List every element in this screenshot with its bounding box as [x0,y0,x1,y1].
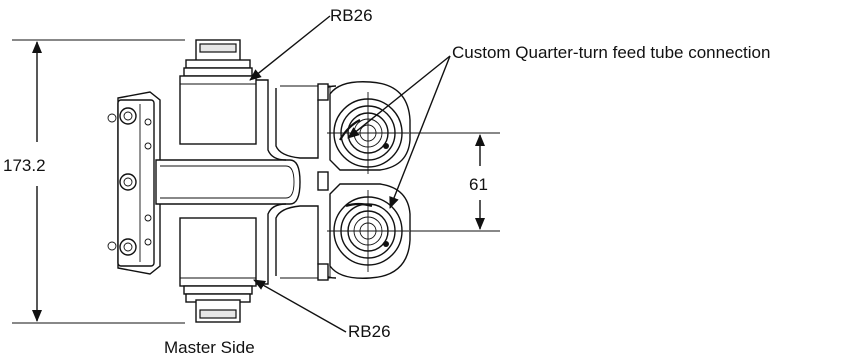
tube-spacing-value: 61 [469,175,488,194]
feed-tube-label: Custom Quarter-turn feed tube connection [452,43,771,62]
leader-lines [249,15,451,333]
bolt-icon [119,107,137,125]
rb26-bottom-body [179,217,257,323]
mounting-plate [107,91,161,275]
manifold-tube [155,159,301,205]
overall-height-value: 173.2 [3,156,46,175]
bottom-rb26-label: RB26 [348,322,391,341]
bolt-icon [119,238,137,256]
master-side-label: Master Side [164,338,255,357]
top-rb26-label: RB26 [330,6,373,25]
main-frame [256,79,337,285]
bolt-icon [119,173,137,191]
overall-height-dimension [12,39,185,324]
rb26-top-body [179,39,257,145]
feed-tube-connection-upper [327,81,411,174]
feed-tube-connection-lower [327,183,411,279]
